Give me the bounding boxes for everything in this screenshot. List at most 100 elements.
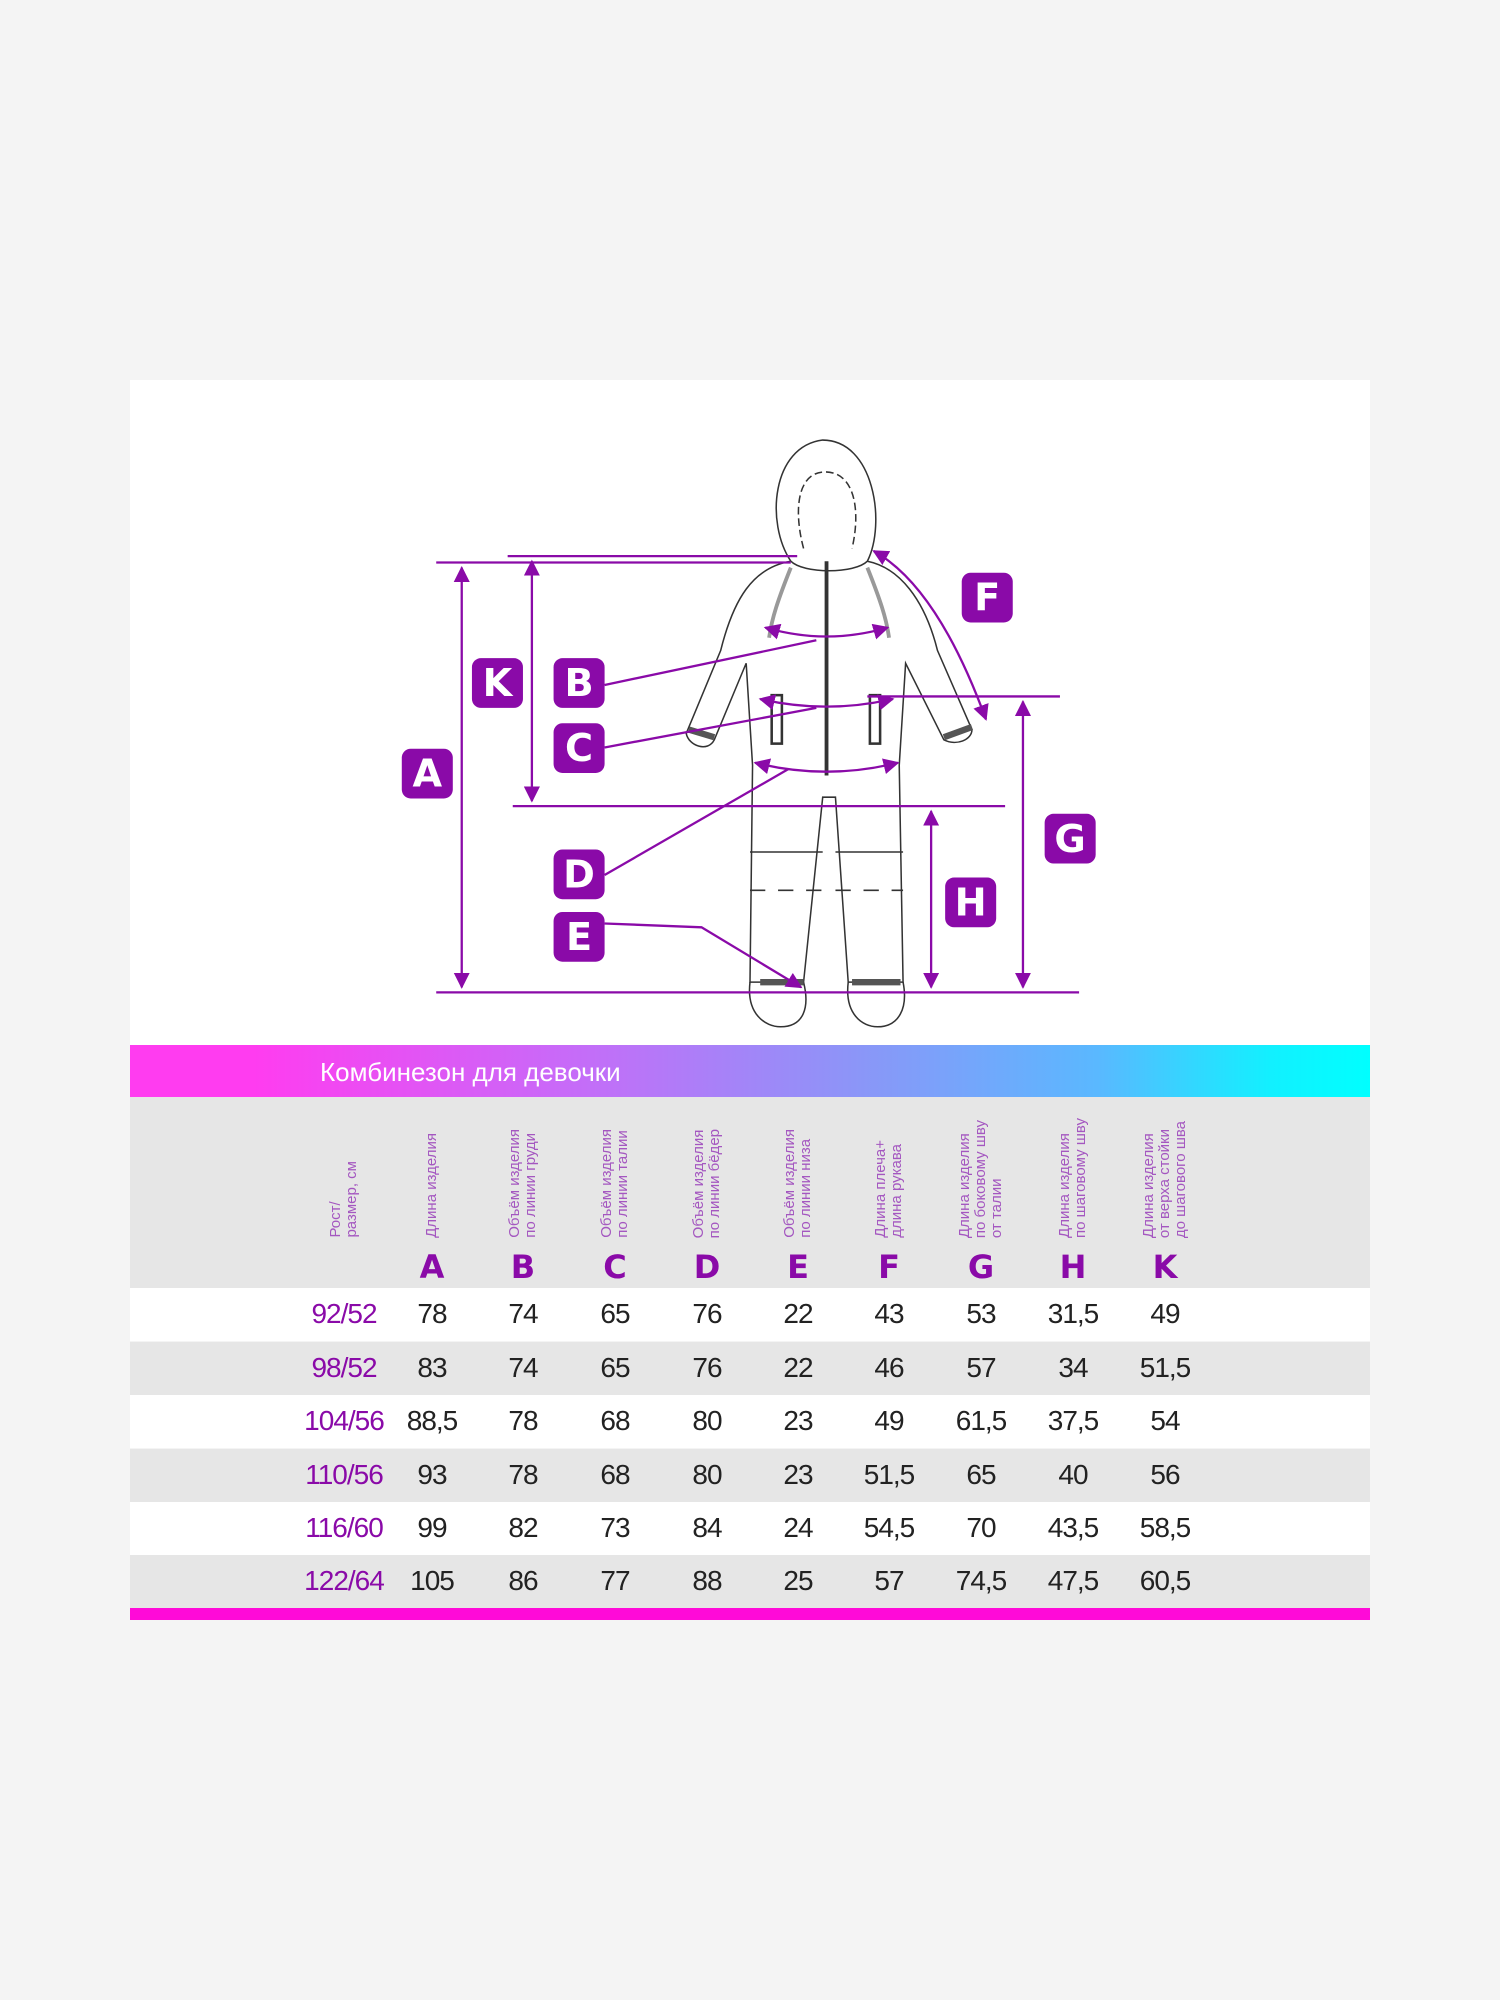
value-cell-e: 23: [783, 1459, 813, 1490]
value-cell-h: 34: [1058, 1352, 1088, 1383]
header-col-k: Длина изделия от верха стойки до шаговог…: [1125, 1097, 1205, 1288]
value-cell-d: 76: [692, 1352, 722, 1383]
value-cell-k: 54: [1150, 1405, 1180, 1436]
value-cell-b: 74: [508, 1352, 538, 1383]
header-letter: B: [510, 1248, 536, 1286]
jumpsuit-illustration: [685, 439, 974, 1028]
value-cell-f: 49: [874, 1405, 904, 1436]
svg-text:F: F: [974, 576, 1000, 621]
value-cell-b: 86: [508, 1565, 538, 1596]
svg-text:E: E: [566, 915, 592, 960]
size-cell: 110/56: [305, 1459, 384, 1490]
badge-e: E: [553, 911, 605, 962]
value-cell-a: 105: [410, 1565, 455, 1596]
size-cell: 116/60: [305, 1512, 384, 1543]
badge-b: B: [553, 658, 605, 708]
size-cell: 104/56: [304, 1405, 385, 1436]
badge-k: K: [471, 658, 523, 708]
value-cell-e: 25: [783, 1565, 813, 1596]
header-size-label: Рост/ размер, см: [327, 1161, 360, 1238]
value-cell-d: 84: [692, 1512, 722, 1543]
header-letter: K: [1152, 1248, 1178, 1286]
value-cell-a: 93: [417, 1459, 447, 1490]
value-cell-g: 61,5: [955, 1405, 1008, 1436]
svg-text:A: A: [412, 752, 442, 797]
value-cell-g: 53: [966, 1298, 996, 1329]
svg-text:B: B: [565, 661, 594, 706]
table-row: 104/56 88,5 78 68 80 23 49 61,5 37,5 54: [130, 1395, 1370, 1448]
value-cell-f: 46: [874, 1352, 904, 1383]
value-cell-h: 31,5: [1047, 1298, 1100, 1329]
value-cell-k: 49: [1150, 1298, 1180, 1329]
value-cell-h: 40: [1058, 1459, 1088, 1490]
svg-text:D: D: [563, 853, 595, 898]
value-cell-b: 78: [508, 1405, 538, 1436]
value-cell-e: 24: [783, 1512, 813, 1543]
header-letter: G: [967, 1248, 995, 1286]
value-cell-a: 99: [417, 1512, 447, 1543]
header-desc: Объём изделия по линии груди: [506, 1129, 539, 1238]
svg-text:H: H: [955, 881, 987, 926]
value-cell-k: 60,5: [1139, 1565, 1192, 1596]
size-cell: 92/52: [311, 1298, 377, 1329]
value-cell-g: 70: [966, 1512, 996, 1543]
value-cell-e: 22: [783, 1298, 813, 1329]
value-cell-h: 37,5: [1047, 1405, 1100, 1436]
table-title: Комбинезон для девочки: [320, 1057, 621, 1087]
header-desc: Длина изделия от верха стойки до шаговог…: [1140, 1120, 1189, 1238]
value-cell-c: 68: [600, 1459, 630, 1490]
value-cell-f: 43: [874, 1298, 904, 1329]
value-cell-e: 22: [783, 1352, 813, 1383]
value-cell-c: 77: [600, 1565, 630, 1596]
value-cell-e: 23: [783, 1405, 813, 1436]
badge-a: A: [401, 748, 453, 799]
value-cell-a: 78: [417, 1298, 447, 1329]
header-letter: D: [693, 1248, 721, 1286]
header-size: Рост/ размер, см: [304, 1097, 384, 1288]
header-desc: Длина плеча+ длина рукава: [872, 1140, 905, 1238]
value-cell-k: 58,5: [1139, 1512, 1192, 1543]
value-cell-d: 88: [692, 1565, 722, 1596]
header-letter: F: [878, 1248, 900, 1286]
header-letter: A: [419, 1248, 445, 1286]
value-cell-a: 88,5: [406, 1405, 459, 1436]
badge-f: F: [961, 572, 1013, 623]
value-cell-b: 78: [508, 1459, 538, 1490]
value-cell-f: 54,5: [863, 1512, 916, 1543]
badge-d: D: [553, 849, 605, 900]
header-desc: Длина изделия по шаговому шву: [1056, 1118, 1089, 1238]
value-cell-f: 51,5: [863, 1459, 916, 1490]
value-cell-a: 83: [417, 1352, 447, 1383]
value-cell-g: 74,5: [955, 1565, 1008, 1596]
bottom-accent-bar: [130, 1608, 1370, 1620]
badge-c: C: [553, 723, 605, 773]
header-letter: E: [787, 1248, 809, 1286]
header-desc: Объём изделия по линии талии: [598, 1129, 631, 1238]
badge-h: H: [945, 877, 997, 928]
value-cell-k: 51,5: [1139, 1352, 1192, 1383]
header-desc: Объём изделия по линии бёдер: [690, 1128, 723, 1238]
svg-text:C: C: [565, 726, 593, 771]
value-cell-c: 65: [600, 1298, 630, 1329]
value-cell-g: 65: [966, 1459, 996, 1490]
header-desc: Длина изделия по боковому шву от талии: [956, 1119, 1005, 1238]
value-cell-d: 80: [692, 1459, 722, 1490]
header-letter: C: [603, 1248, 627, 1286]
table-title-bar: Комбинезон для девочки: [130, 1045, 1370, 1097]
value-cell-d: 80: [692, 1405, 722, 1436]
value-cell-d: 76: [692, 1298, 722, 1329]
value-cell-h: 47,5: [1047, 1565, 1100, 1596]
value-cell-c: 68: [600, 1405, 630, 1436]
size-cell: 98/52: [311, 1352, 377, 1383]
